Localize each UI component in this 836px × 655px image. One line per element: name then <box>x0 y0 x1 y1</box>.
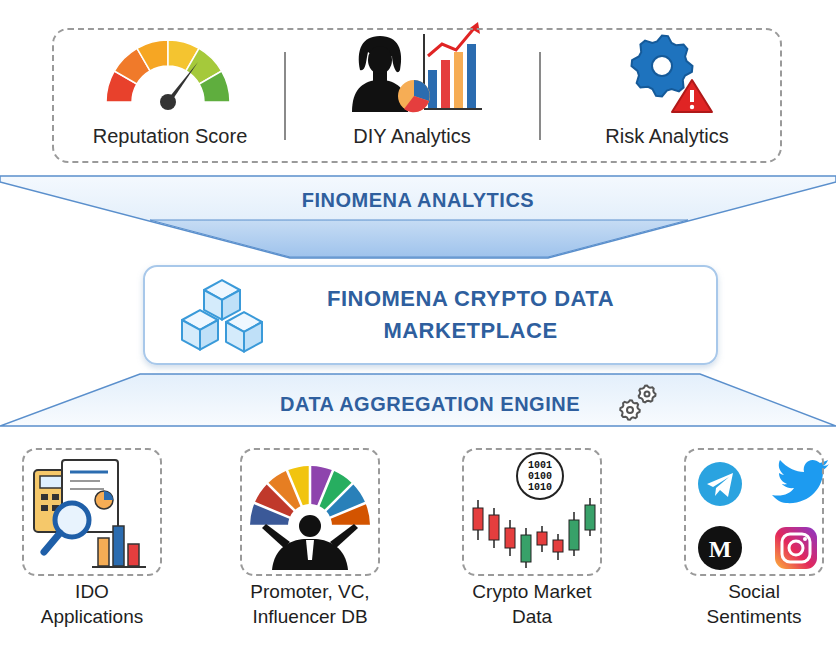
analytics-band: FINOMENA ANALYTICS <box>218 184 618 216</box>
marketplace-box: FINOMENA CRYPTO DATA MARKETPLACE <box>143 265 718 365</box>
main-label: FINOMENA CRYPTO DATA MARKETPLACE <box>301 283 641 347</box>
analytics-panel: Reputation Score DIY Analytics Risk Analyt… <box>52 28 782 163</box>
tile-label: Promoter, VC, Influencer DB <box>223 580 398 629</box>
aggregation-band-label: DATA AGGREGATION ENGINE <box>260 388 600 420</box>
gears-icon <box>620 385 655 419</box>
band-label: FINOMENA ANALYTICS <box>302 189 534 212</box>
analyst-icon <box>352 22 482 112</box>
item-label: DIY Analytics <box>353 125 470 148</box>
binary-digits: 0100 <box>528 472 552 482</box>
binary-digits: 1010 <box>528 483 552 493</box>
ido-icon <box>34 460 146 567</box>
social-icons <box>698 460 829 570</box>
source-tile: Promoter, VC, Influencer DB <box>240 448 380 576</box>
funnel-band <box>0 176 836 258</box>
tile-label: IDO Applications <box>27 580 157 629</box>
binary-digits: 1001 <box>528 461 552 471</box>
cubes-icon <box>182 280 262 352</box>
risk-gear-icon <box>632 36 693 97</box>
crypto-market-icon <box>473 453 595 568</box>
band-label: DATA AGGREGATION ENGINE <box>280 393 580 416</box>
aggregation-band <box>0 374 836 426</box>
warning-icon <box>672 80 712 112</box>
gauge-icon <box>106 40 230 110</box>
tile-label: Crypto Market Data <box>457 580 607 629</box>
item-label: Risk Analytics <box>605 125 728 148</box>
source-tile: Social Sentiments <box>684 448 824 576</box>
item-label: Reputation Score <box>93 125 248 148</box>
divider <box>539 52 541 140</box>
tile-label: Social Sentiments <box>689 580 819 629</box>
medium-logo-letter: M <box>709 536 732 563</box>
promoter-icon <box>250 466 370 570</box>
source-tile: IDO Applications <box>22 448 162 576</box>
marketplace-ground <box>143 265 718 365</box>
divider <box>284 52 286 140</box>
